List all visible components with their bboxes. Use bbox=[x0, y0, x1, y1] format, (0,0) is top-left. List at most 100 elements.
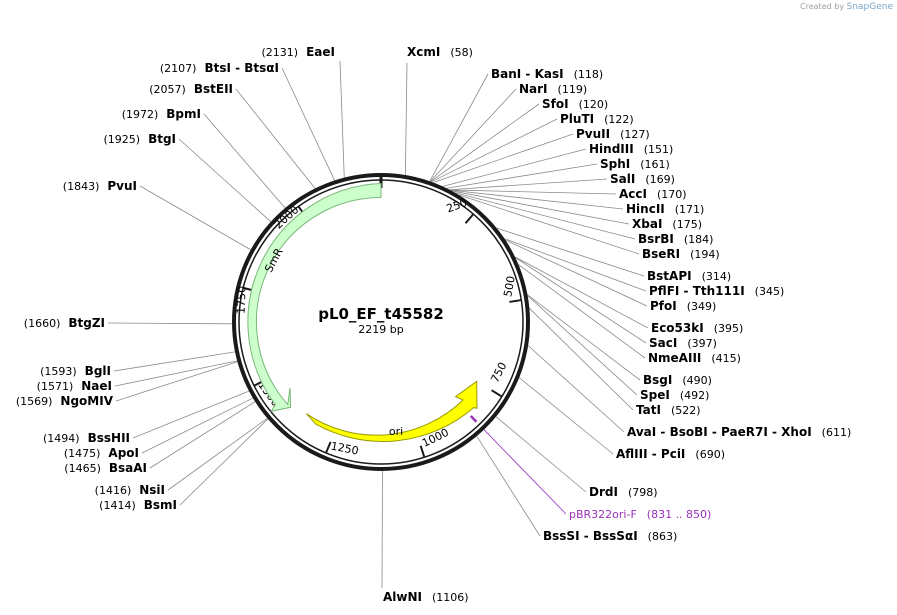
site-label-afliii[interactable]: AflIII - PciI (690) bbox=[616, 447, 725, 461]
smr-feature-arrow[interactable] bbox=[247, 182, 382, 413]
snapgene-watermark: Created by SnapGene bbox=[800, 2, 893, 12]
site-name: BtsI - BtsαI bbox=[204, 61, 279, 75]
site-label-text: AccI (170) bbox=[619, 187, 687, 201]
site-position: (127) bbox=[620, 128, 650, 141]
site-label-saci[interactable]: SacI(397) bbox=[649, 336, 717, 350]
site-name: BstAPI bbox=[647, 269, 692, 283]
leader-line-saci bbox=[515, 257, 647, 344]
site-label-text: (1475)ApoI bbox=[64, 446, 139, 460]
site-label-text: (1494)BssHII bbox=[43, 431, 130, 445]
site-label-nmeaiii[interactable]: NmeAIII(415) bbox=[648, 351, 741, 365]
site-label-bpmi[interactable]: (1972)BpmI bbox=[122, 107, 201, 121]
site-label-sfoi[interactable]: SfoI(120) bbox=[542, 97, 608, 111]
site-name: NarI bbox=[519, 82, 548, 96]
site-label-tati[interactable]: TatI(522) bbox=[636, 403, 701, 417]
coordinate-tick-label: 1750 bbox=[235, 286, 249, 314]
site-name: EaeI bbox=[306, 45, 335, 59]
site-label-naei[interactable]: (1571) NaeI bbox=[37, 379, 112, 393]
site-name: PfoI bbox=[650, 299, 677, 313]
site-name: SalI bbox=[610, 172, 635, 186]
site-label-xcmi[interactable]: XcmI(58) bbox=[407, 45, 473, 59]
site-name: BtgI bbox=[148, 132, 176, 146]
site-label-eaei[interactable]: (2131)EaeI bbox=[262, 45, 335, 59]
site-label-text: (1925)BtgI bbox=[103, 132, 176, 146]
site-label-nari[interactable]: NarI(119) bbox=[519, 82, 587, 96]
site-label-avai[interactable]: AvaI - BsoBI - PaeR7I - XhoI(611) bbox=[627, 425, 851, 439]
site-label-btsi[interactable]: (2107)BtsI - BtsαI bbox=[160, 61, 279, 75]
site-position: (1571) bbox=[37, 380, 74, 393]
site-position: (1465) bbox=[64, 462, 101, 475]
site-label-bseri[interactable]: BseRI (194) bbox=[642, 247, 720, 261]
site-name: Eco53kI bbox=[651, 321, 704, 335]
site-label-bsteii[interactable]: (2057)BstEII bbox=[149, 82, 233, 96]
site-label-bsmi[interactable]: (1414)BsmI bbox=[99, 498, 177, 512]
site-label-pfoi[interactable]: PfoI(349) bbox=[650, 299, 716, 313]
ori-feature-arrow[interactable] bbox=[306, 380, 478, 442]
site-label-text: BsgI(490) bbox=[643, 373, 712, 387]
site-position: (395) bbox=[714, 322, 744, 335]
site-label-text: SphI(161) bbox=[600, 157, 670, 171]
site-label-bsssi[interactable]: BssSI - BssSαI(863) bbox=[543, 529, 677, 543]
site-label-bsgi[interactable]: BsgI(490) bbox=[643, 373, 712, 387]
site-label-bstapi[interactable]: BstAPI(314) bbox=[647, 269, 731, 283]
site-position: (415) bbox=[711, 352, 741, 365]
site-name: pBR322ori-F bbox=[569, 508, 637, 521]
site-label-ngomiv[interactable]: (1569)NgoMIV bbox=[16, 394, 114, 408]
site-name: BsmI bbox=[144, 498, 177, 512]
site-position: (1593) bbox=[40, 365, 77, 378]
site-position: (690) bbox=[695, 448, 725, 461]
site-position: (120) bbox=[579, 98, 609, 111]
site-name: BstEII bbox=[194, 82, 233, 96]
leader-line-pvui bbox=[139, 185, 251, 251]
site-label-text: SalI(169) bbox=[610, 172, 675, 186]
site-name: NaeI bbox=[81, 379, 112, 393]
site-label-acci[interactable]: AccI (170) bbox=[619, 187, 687, 201]
coordinate-tick-mark bbox=[491, 389, 503, 398]
site-label-btgzi[interactable]: (1660)BtgZI bbox=[24, 316, 105, 330]
site-label-spei[interactable]: SpeI(492) bbox=[640, 388, 709, 402]
plasmid-name: pL0_EF_t45582 bbox=[318, 305, 444, 323]
leader-line-bgli bbox=[113, 351, 236, 372]
site-label-apoi[interactable]: (1475)ApoI bbox=[64, 446, 139, 460]
site-label-sphi[interactable]: SphI(161) bbox=[600, 157, 670, 171]
site-label-alwni[interactable]: AlwNI(1106) bbox=[383, 590, 469, 604]
site-label-nsii[interactable]: (1416)NsiI bbox=[95, 483, 165, 497]
leader-line-apoi bbox=[141, 397, 254, 454]
leader-line-bsaai bbox=[149, 401, 256, 469]
site-label-xbai[interactable]: XbaI(175) bbox=[632, 217, 702, 231]
site-position: (194) bbox=[690, 248, 720, 261]
site-labels: XcmI(58) BanI - KasI(118)NarI(119)SfoI(12… bbox=[16, 45, 851, 604]
site-label-pvuii[interactable]: PvuII(127) bbox=[576, 127, 650, 141]
site-label-primer[interactable]: pBR322ori-F(831 .. 850) bbox=[569, 508, 711, 521]
site-position: (1660) bbox=[24, 317, 61, 330]
site-label-bsrbi[interactable]: BsrBI(184) bbox=[638, 232, 713, 246]
site-label-bsshii[interactable]: (1494)BssHII bbox=[43, 431, 130, 445]
site-name: BpmI bbox=[166, 107, 201, 121]
primer-binding-mark[interactable] bbox=[469, 415, 478, 423]
site-label-btgi[interactable]: (1925)BtgI bbox=[103, 132, 176, 146]
site-position: (1475) bbox=[64, 447, 101, 460]
site-label-drdi[interactable]: DrdI(798) bbox=[589, 485, 658, 499]
site-name: AflIII - PciI bbox=[616, 447, 685, 461]
site-label-eco53ki[interactable]: Eco53kI (395) bbox=[651, 321, 743, 335]
site-label-bsaai[interactable]: (1465)BsaAI bbox=[64, 461, 147, 475]
site-position: (170) bbox=[657, 188, 687, 201]
leader-line-pfoi bbox=[505, 239, 648, 307]
leader-line-pvuii bbox=[433, 133, 574, 183]
leader-line-xcmi bbox=[404, 62, 408, 176]
site-label-sali[interactable]: SalI(169) bbox=[610, 172, 675, 186]
site-label-hincii[interactable]: HincII(171) bbox=[626, 202, 704, 216]
site-name: BseRI bbox=[642, 247, 680, 261]
site-label-pflfi[interactable]: PflFI - Tth111I(345) bbox=[649, 284, 784, 298]
site-name: AccI bbox=[619, 187, 647, 201]
site-label-hindiii[interactable]: HindIII(151) bbox=[589, 142, 673, 156]
site-label-text: XbaI(175) bbox=[632, 217, 702, 231]
site-label-bani[interactable]: BanI - KasI(118) bbox=[491, 67, 603, 81]
site-position: (522) bbox=[671, 404, 701, 417]
site-name: PvuI bbox=[107, 179, 137, 193]
leader-line-naei bbox=[114, 360, 238, 387]
site-label-text: BseRI (194) bbox=[642, 247, 720, 261]
site-label-pluti[interactable]: PluTI(122) bbox=[560, 112, 634, 126]
site-label-pvui[interactable]: (1843)PvuI bbox=[63, 179, 137, 193]
site-label-bgli[interactable]: (1593)BglI bbox=[40, 364, 111, 378]
